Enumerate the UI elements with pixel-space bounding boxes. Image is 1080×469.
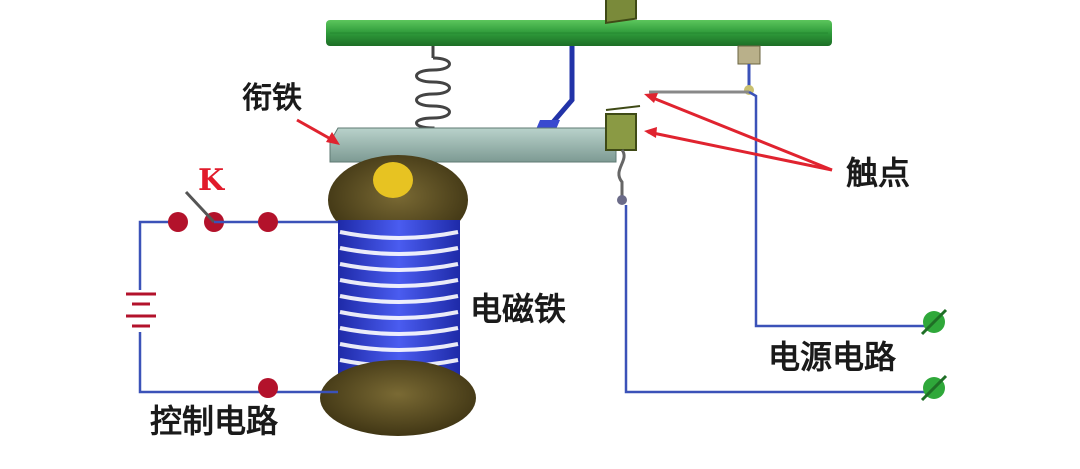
- top-contact-post: [737, 45, 761, 65]
- spring: [415, 46, 451, 132]
- armature-label: 衔铁: [242, 81, 302, 116]
- control-terminal-bottom: [258, 378, 278, 398]
- armature-pointer: [296, 118, 340, 145]
- control-circuit-wires: [138, 220, 338, 394]
- armature-plate: [329, 127, 617, 163]
- contacts-label: 触点: [846, 154, 910, 192]
- contact-blocks: [605, 0, 641, 151]
- switch-k-label: K: [198, 163, 225, 198]
- lever-rod: [546, 46, 575, 130]
- control-circuit-label: 控制电路: [150, 402, 279, 440]
- power-circuit-label: 电源电路: [768, 338, 897, 376]
- battery-icon: [126, 292, 156, 328]
- power-circuit-wires: [624, 90, 934, 394]
- electromagnet-bottom-cap: [320, 360, 476, 436]
- contacts-pointers: [644, 93, 833, 172]
- lower-contact-hook: [617, 149, 626, 196]
- electromagnet-label: 电磁铁: [470, 290, 566, 328]
- power-terminals: [920, 308, 948, 402]
- switch-k: [168, 190, 278, 232]
